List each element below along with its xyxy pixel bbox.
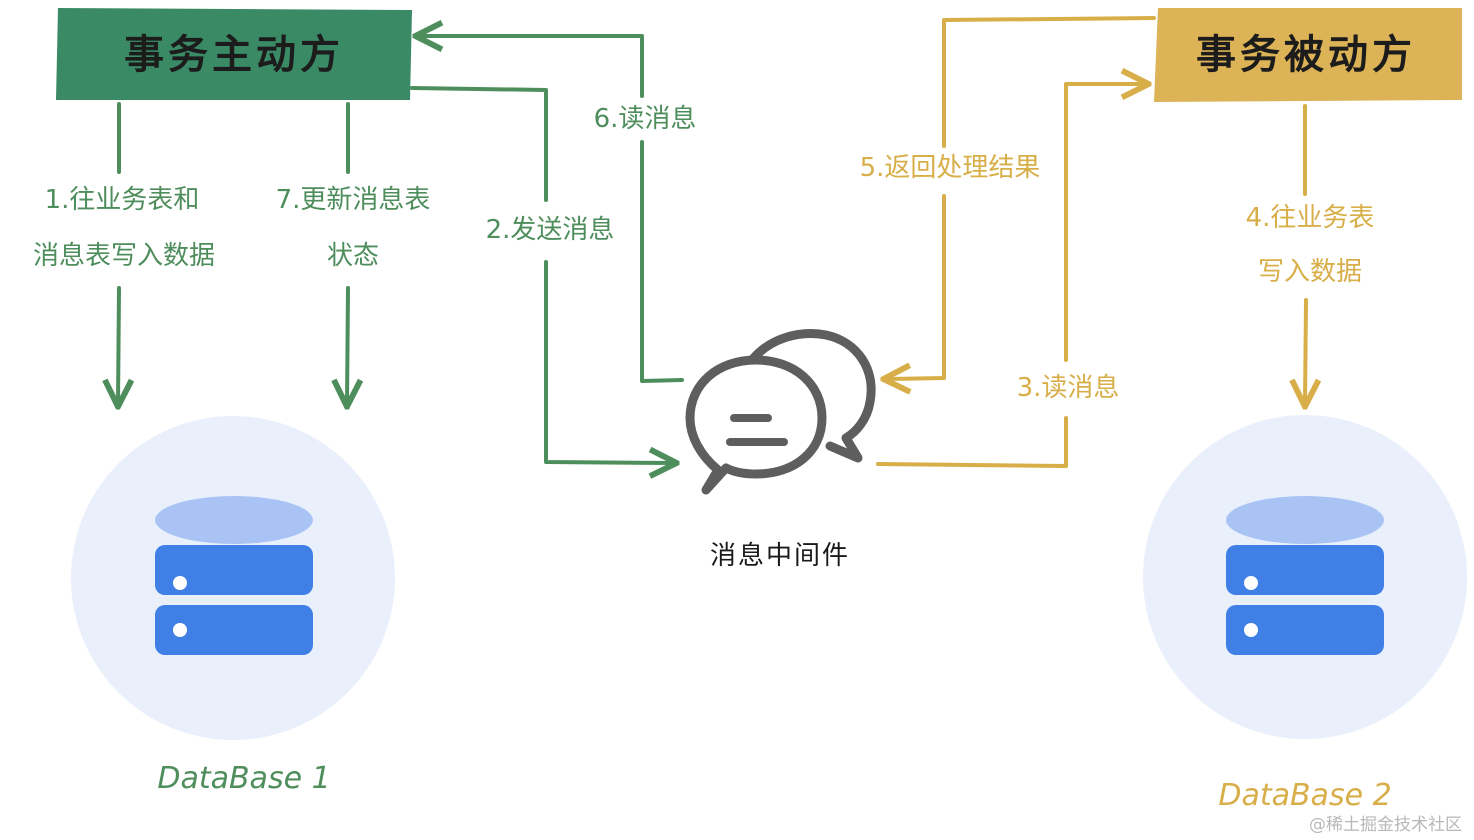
initiator-box: 事务主动方: [56, 8, 412, 100]
database1-icon: [155, 496, 313, 655]
arrow-step3-upper: [1064, 84, 1146, 362]
arrow-step1-lower: [118, 286, 119, 404]
chat-bubbles-icon: [685, 329, 876, 495]
initiator-title: 事务主动方: [124, 32, 344, 78]
arrow-step2-lower: [544, 260, 674, 463]
database2: DataBase 2: [1143, 415, 1467, 813]
arrow-step2-upper: [410, 86, 548, 202]
step7-label-line2: 状态: [327, 241, 379, 271]
step2-label: 2.发送消息: [486, 215, 615, 245]
step1-label-line1: 1.往业务表和: [45, 185, 200, 215]
middleware-label: 消息中间件: [710, 541, 850, 571]
step3-label: 3.读消息: [1017, 373, 1120, 403]
arrow-step5-lower: [886, 194, 946, 379]
step7-label-line1: 7.更新消息表: [276, 185, 431, 215]
database1-label: DataBase 1: [157, 761, 330, 796]
step6-label: 6.读消息: [594, 104, 697, 134]
arrow-step5-upper: [942, 16, 1156, 148]
database2-icon: [1226, 496, 1384, 655]
arrow-step6-lower: [640, 140, 684, 383]
step1-label-line2: 消息表写入数据: [33, 241, 215, 271]
database2-label: DataBase 2: [1218, 778, 1391, 813]
arrow-step3-lower: [876, 416, 1068, 468]
step4-label-line2: 写入数据: [1258, 257, 1362, 287]
arrow-step4-lower: [1305, 298, 1306, 404]
database1: DataBase 1: [71, 416, 395, 796]
arrow-step6-upper: [418, 36, 644, 98]
step4-label-line1: 4.往业务表: [1246, 203, 1375, 233]
watermark: @稀土掘金技术社区: [1309, 815, 1462, 835]
step5-label: 5.返回处理结果: [860, 153, 1041, 183]
arrow-step7-lower: [347, 286, 348, 404]
receiver-title: 事务被动方: [1196, 32, 1416, 78]
receiver-box: 事务被动方: [1154, 8, 1462, 102]
